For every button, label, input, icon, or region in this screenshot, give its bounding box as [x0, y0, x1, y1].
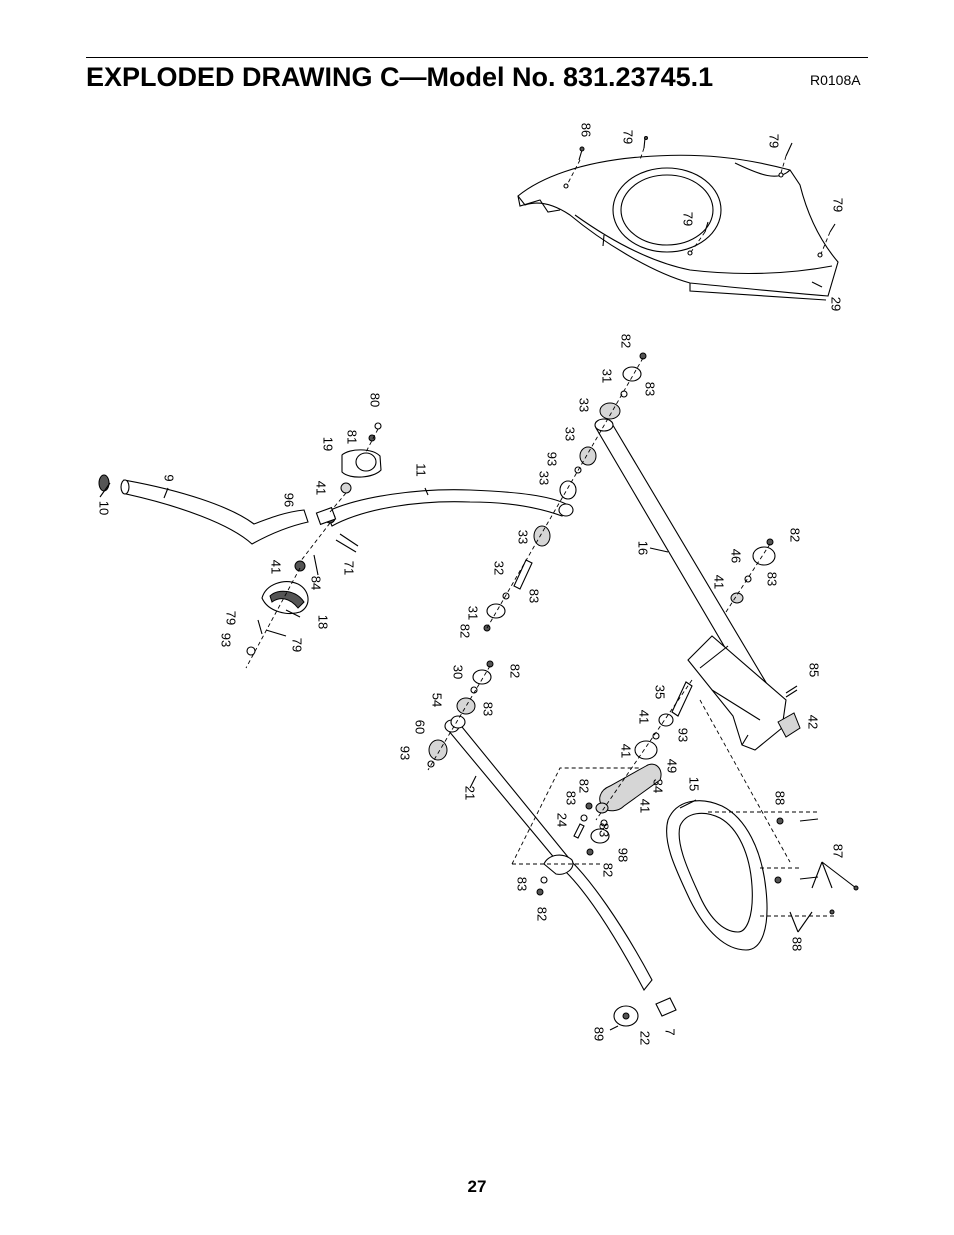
part-label: 41	[638, 799, 653, 813]
part-label: 42	[806, 715, 821, 729]
part-label: 11	[414, 463, 429, 477]
part-label: 31	[600, 369, 615, 383]
part-label: 82	[577, 779, 592, 793]
part-label: 18	[316, 615, 331, 629]
part-label: 93	[219, 633, 234, 647]
part-label: 83	[643, 382, 658, 396]
part-label: 79	[681, 212, 696, 226]
part-9-handle	[98, 474, 309, 545]
part-label: 71	[342, 561, 357, 575]
part-label: 79	[621, 130, 636, 144]
part-label: 80	[368, 393, 383, 407]
part-label: 88	[773, 791, 788, 805]
part-label: 83	[481, 702, 496, 716]
dashed-guide	[511, 767, 640, 865]
part-85-screw	[785, 685, 798, 694]
part-label: 34	[651, 779, 666, 793]
part-label: 31	[466, 606, 481, 620]
part-label: 82	[619, 334, 634, 348]
leader-lines	[163, 281, 823, 809]
part-label: 79	[831, 198, 846, 212]
part-label: 24	[555, 813, 570, 827]
part-label: 82	[788, 528, 803, 542]
part-29-shroud	[517, 154, 839, 301]
part-label: 33	[563, 427, 578, 441]
part-18-housing	[245, 567, 309, 669]
header-rule	[86, 57, 868, 58]
part-label: 82	[458, 624, 473, 638]
part-label: 46	[729, 549, 744, 563]
part-label: 93	[398, 746, 413, 760]
page-number: 27	[467, 1177, 487, 1196]
part-21-lower-arm	[444, 719, 677, 1031]
part-label: 93	[545, 452, 560, 466]
part-label: 32	[492, 561, 507, 575]
part-label: 81	[345, 430, 360, 444]
part-15-pedal	[666, 800, 768, 951]
part-label: 7	[663, 1028, 678, 1035]
part-label: 79	[767, 134, 782, 148]
part-label: 83	[527, 589, 542, 603]
part-label: 79	[290, 638, 305, 652]
part-label: 83	[597, 823, 612, 837]
part-label: 84	[309, 576, 324, 590]
part-46-cap	[725, 538, 776, 613]
part-label: 98	[616, 848, 631, 862]
drawing-code: R0108A	[810, 72, 861, 88]
part-19-bracket	[341, 422, 382, 478]
part-label: 33	[537, 471, 552, 485]
part-label: 82	[601, 863, 616, 877]
part-24-stack	[536, 802, 610, 896]
part-label: 33	[577, 398, 592, 412]
part-label: 19	[321, 437, 336, 451]
part-label: 16	[636, 541, 651, 555]
part-11-handlebar	[325, 489, 574, 527]
part-label: 83	[765, 572, 780, 586]
part-label: 93	[676, 728, 691, 742]
part-label: 41	[712, 575, 727, 589]
part-label: 85	[807, 663, 822, 677]
part-label: 79	[224, 611, 239, 625]
part-label: 9	[162, 474, 177, 481]
part-label: 41	[637, 710, 652, 724]
page-title: EXPLODED DRAWING C—Model No. 831.23745.1	[86, 62, 714, 92]
part-label: 88	[790, 937, 805, 951]
part-label: 54	[430, 693, 445, 707]
part-label: 87	[831, 844, 846, 858]
part-label: 96	[282, 493, 297, 507]
part-87-screws	[699, 699, 859, 933]
part-16-upright-tube	[594, 418, 801, 751]
part-label: 89	[592, 1027, 607, 1041]
part-label: 10	[97, 501, 112, 515]
part-label: 33	[516, 530, 531, 544]
part-34-linkage	[595, 679, 693, 821]
part-label: 41	[269, 560, 284, 574]
part-label: 41	[619, 744, 634, 758]
part-label: 83	[515, 877, 530, 891]
part-label: 82	[508, 664, 523, 678]
part-label: 22	[638, 1031, 653, 1045]
part-label: 41	[314, 481, 329, 495]
part-30-stack	[427, 660, 494, 771]
part-label: 29	[829, 297, 844, 311]
part-label: 49	[665, 759, 680, 773]
part-joint-hardware	[294, 482, 359, 576]
part-label: 15	[687, 777, 702, 791]
part-label: 35	[653, 685, 668, 699]
part-33-bearings	[483, 352, 647, 632]
part-label: 30	[451, 665, 466, 679]
part-label: 83	[564, 791, 579, 805]
part-label: 60	[413, 720, 428, 734]
part-79-screws	[566, 136, 836, 255]
part-label: 86	[579, 123, 594, 137]
part-label: 82	[535, 907, 550, 921]
part-label: 21	[463, 786, 478, 800]
